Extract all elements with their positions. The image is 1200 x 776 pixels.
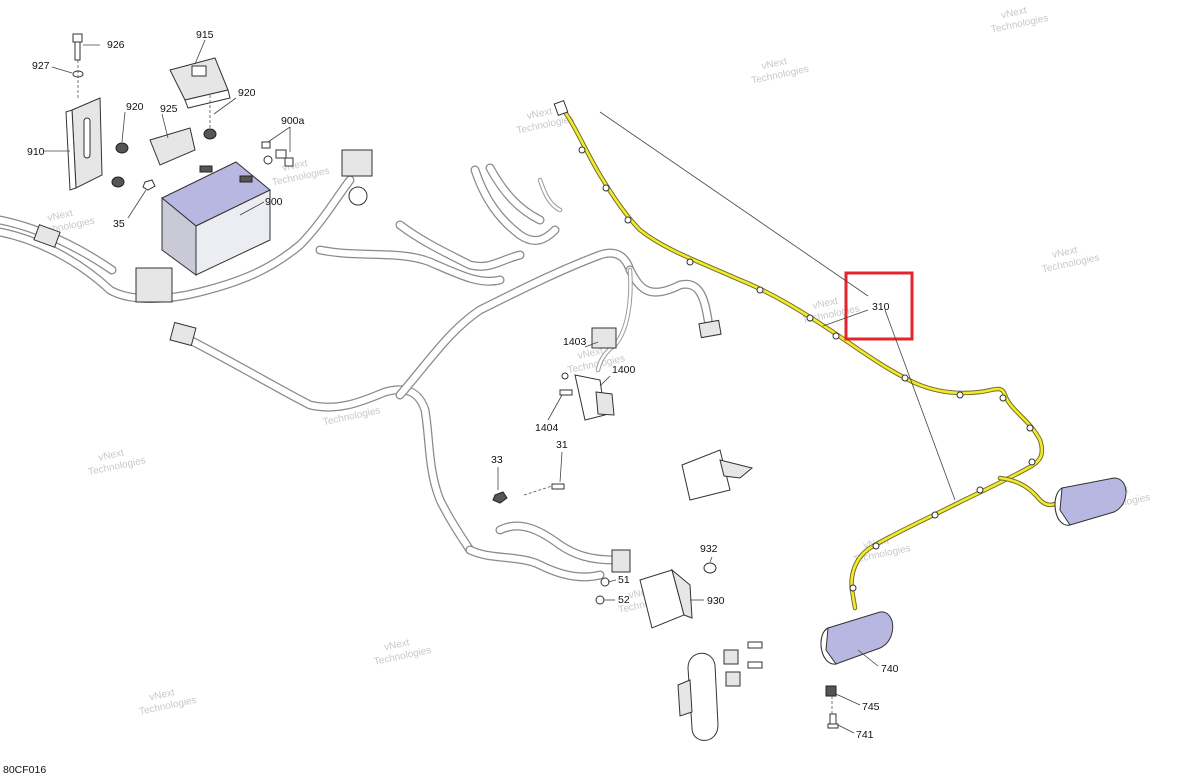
fastener-51 <box>600 577 610 587</box>
terminal-hardware-900a <box>261 126 294 167</box>
callout-745: 745 <box>862 701 880 713</box>
screw-1404 <box>559 389 573 396</box>
connector <box>33 224 61 248</box>
connector-1403 <box>591 327 617 349</box>
callout-900: 900 <box>265 196 283 208</box>
callout-52: 52 <box>618 594 630 606</box>
nut <box>111 176 125 188</box>
main-harness <box>0 175 713 582</box>
callout-35: 35 <box>113 218 125 230</box>
svg-text:vNext: vNext <box>98 448 126 464</box>
svg-text:vNext: vNext <box>383 637 411 653</box>
module-930 <box>639 568 704 629</box>
sensor-assembly <box>547 319 754 501</box>
svg-text:vNext: vNext <box>1051 245 1079 261</box>
figure-code: 80CF016 <box>3 764 46 776</box>
callout-51: 51 <box>618 574 630 586</box>
svg-text:vNext: vNext <box>47 208 75 224</box>
connector <box>611 549 631 573</box>
bolt-31 <box>551 483 565 490</box>
callout-925: 925 <box>160 103 178 115</box>
svg-text:vNext: vNext <box>1000 5 1028 21</box>
nut-920-left <box>115 111 129 154</box>
callout-31: 31 <box>556 439 568 451</box>
svg-text:vNext: vNext <box>577 346 605 362</box>
svg-text:vNext: vNext <box>526 106 554 122</box>
grommet <box>348 186 368 206</box>
callout-926: 926 <box>107 39 125 51</box>
svg-text:vNext: vNext <box>812 296 840 312</box>
connector <box>698 319 722 339</box>
svg-text:vNext: vNext <box>148 687 176 703</box>
callout-915: 915 <box>196 29 214 41</box>
clip-745 <box>825 685 861 706</box>
callout-1400: 1400 <box>612 364 636 376</box>
battery-area <box>33 33 373 347</box>
callout-932: 932 <box>700 543 718 555</box>
plate-925 <box>149 113 196 166</box>
module-bracket <box>681 449 731 501</box>
callout-930: 930 <box>707 595 725 607</box>
connector-block <box>135 267 173 303</box>
leaders-310 <box>599 111 956 501</box>
callout-33: 33 <box>491 454 503 466</box>
nut-920-right <box>203 97 237 140</box>
svg-text:vNext: vNext <box>761 56 789 72</box>
rear-light-right <box>1054 477 1127 526</box>
connector <box>169 321 197 347</box>
screw-741 <box>827 696 855 734</box>
lower-light-housing <box>677 641 763 741</box>
callout-920: 920 <box>238 87 256 99</box>
screw-926 <box>72 33 100 61</box>
bracket-910 <box>44 97 103 191</box>
callout-920: 920 <box>126 101 144 113</box>
nut-33 <box>492 491 508 504</box>
highlight-box <box>844 271 914 341</box>
battery-900 <box>161 161 271 276</box>
nut-35 <box>127 179 156 219</box>
fastener-52 <box>595 595 605 605</box>
callout-740: 740 <box>881 663 899 675</box>
connector <box>341 149 373 177</box>
grommet-932 <box>703 556 717 574</box>
callout-labels: 926 927 915 920 920 925 910 900a 900 35 … <box>27 29 899 741</box>
callout-1403: 1403 <box>563 336 587 348</box>
callout-1404: 1404 <box>535 422 559 434</box>
callout-310: 310 <box>872 301 890 313</box>
rear-light-harness-310 <box>553 100 1065 611</box>
rear-light-740 <box>820 611 894 667</box>
upper-harness-cluster <box>315 163 563 286</box>
callout-741: 741 <box>856 729 874 741</box>
callout-900a: 900a <box>281 115 305 127</box>
callout-910: 910 <box>27 146 45 158</box>
clamp-915 <box>169 39 231 128</box>
callout-927: 927 <box>32 60 50 72</box>
lower-center-parts <box>492 451 763 741</box>
